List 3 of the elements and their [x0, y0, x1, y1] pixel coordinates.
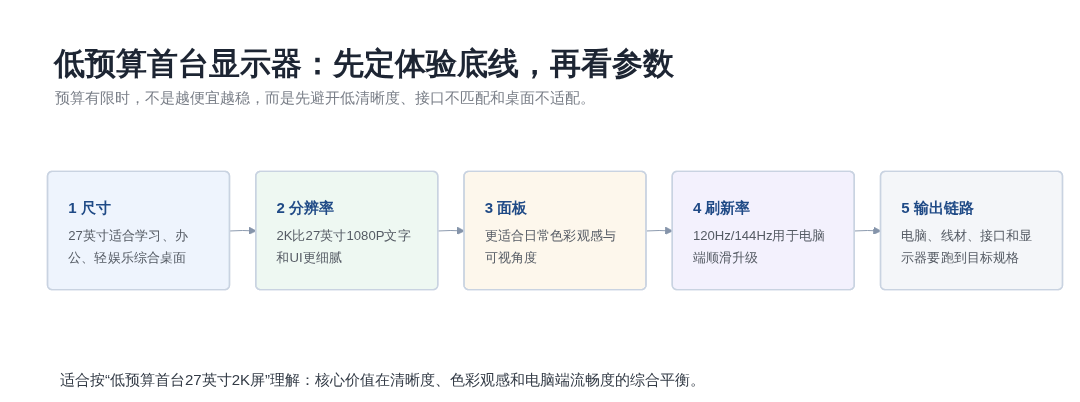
- subtitle: 预算有限时，不是越便宜越稳，而是先避开低清晰度、接口不匹配和桌面不适配。: [55, 88, 595, 108]
- title: 低预算首台显示器：先定体验底线，再看参数: [54, 45, 674, 83]
- caption: 适合按“低预算首台27英寸2K屏”理解：核心价值在清晰度、色彩观感和电脑端流畅度的综合平衡。: [60, 370, 706, 390]
